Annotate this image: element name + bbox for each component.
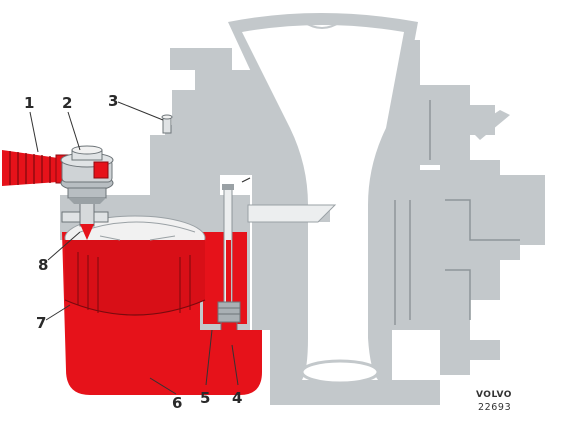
callout-4: 4 — [232, 389, 242, 407]
reference-number: 22693 — [478, 402, 511, 413]
callout-8: 8 — [38, 256, 48, 274]
callout-1: 1 — [24, 94, 34, 112]
vent-stud — [162, 115, 172, 133]
callout-3: 3 — [108, 92, 118, 110]
callout-5: 5 — [200, 389, 210, 407]
brand-label: VOLVO — [476, 390, 512, 400]
fuel-inlet-banjo — [2, 146, 113, 204]
callout-7: 7 — [36, 314, 46, 332]
callout-6: 6 — [172, 394, 182, 412]
callout-2: 2 — [62, 94, 72, 112]
adjust-screw-mark — [242, 178, 250, 182]
